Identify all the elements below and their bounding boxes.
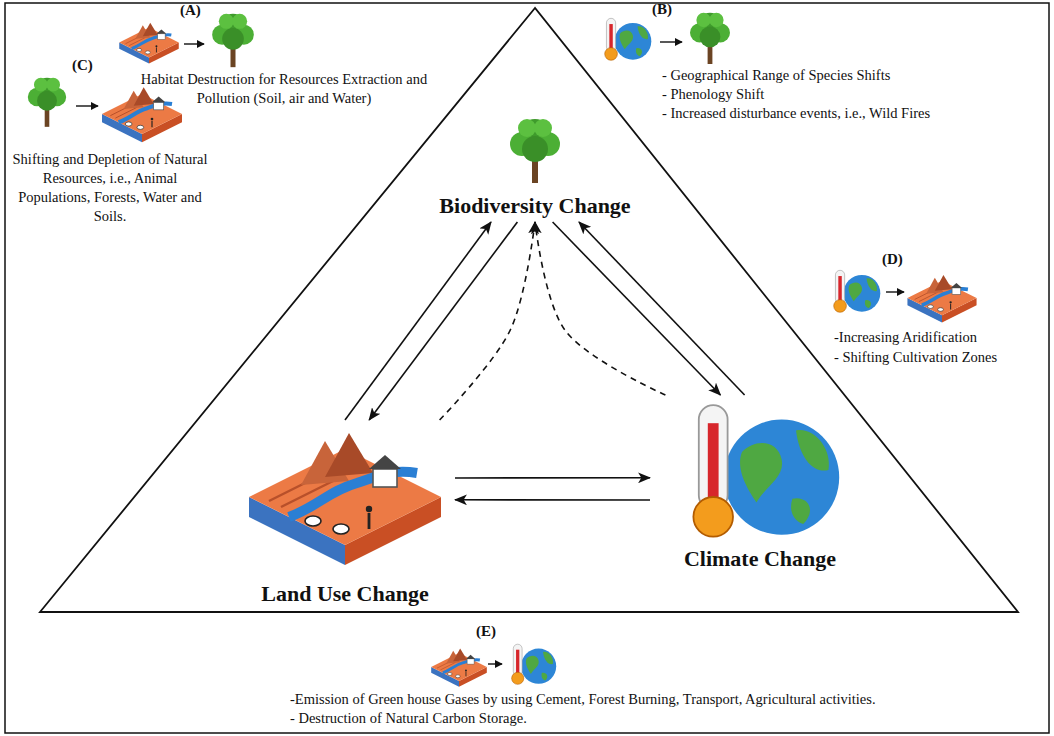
concept-node: Biodiversity Change xyxy=(425,105,645,222)
small-arrow xyxy=(886,291,904,292)
callout-letter: (A) xyxy=(180,1,201,21)
effect-text: -Increasing Aridification xyxy=(834,328,977,347)
land-icon xyxy=(431,648,487,686)
climate-icon xyxy=(605,18,652,60)
effect-text: -Emission of Green house Gases by using … xyxy=(290,690,876,709)
callout-letter: (D) xyxy=(882,250,903,270)
climate-icon xyxy=(693,405,839,536)
influence-arrow xyxy=(455,477,650,479)
influence-arrow xyxy=(455,499,650,501)
triangle xyxy=(40,8,1018,612)
small-arrow xyxy=(76,105,98,106)
concept-node: Land Use Change xyxy=(235,420,455,610)
concept-node: Climate Change xyxy=(650,395,870,575)
effect-text: Shifting and Depletion of Natural Resour… xyxy=(10,150,210,225)
small-arrow xyxy=(488,663,502,664)
land-icon xyxy=(249,433,441,565)
influence-arrow xyxy=(553,222,721,395)
callout-letter: (E) xyxy=(476,622,496,642)
callout-letter: (B) xyxy=(652,0,672,20)
influence-arrow xyxy=(369,222,517,420)
land-icon xyxy=(102,87,182,142)
effect-text: - Shifting Cultivation Zones xyxy=(834,348,997,367)
dashed-arrow xyxy=(535,222,665,395)
tree-icon xyxy=(690,13,730,64)
climate-icon xyxy=(512,644,557,684)
climate-icon xyxy=(834,270,881,312)
land-icon xyxy=(907,275,976,323)
node-title: Land Use Change xyxy=(261,581,428,606)
influence-arrow xyxy=(579,222,745,395)
influence-arrow xyxy=(345,222,491,420)
land-icon xyxy=(119,23,179,64)
small-arrow xyxy=(184,43,204,44)
dashed-arrow xyxy=(440,222,535,420)
callout-letter: (C) xyxy=(72,56,93,76)
frame xyxy=(5,3,1049,733)
tree-icon xyxy=(28,78,66,127)
effect-text: - Destruction of Natural Carbon Storage. xyxy=(290,709,527,728)
effect-text: - Geographical Range of Species Shifts xyxy=(662,66,890,85)
tree-icon xyxy=(510,119,560,183)
tree-icon xyxy=(212,14,254,67)
node-title: Biodiversity Change xyxy=(439,193,630,218)
effect-text: - Increased disturbance events, i.e., Wi… xyxy=(662,104,930,123)
small-arrow xyxy=(660,41,682,42)
node-title: Climate Change xyxy=(684,546,836,571)
effect-text: Habitat Destruction for Resources Extrac… xyxy=(136,70,432,108)
effect-text: - Phenology Shift xyxy=(662,85,764,104)
